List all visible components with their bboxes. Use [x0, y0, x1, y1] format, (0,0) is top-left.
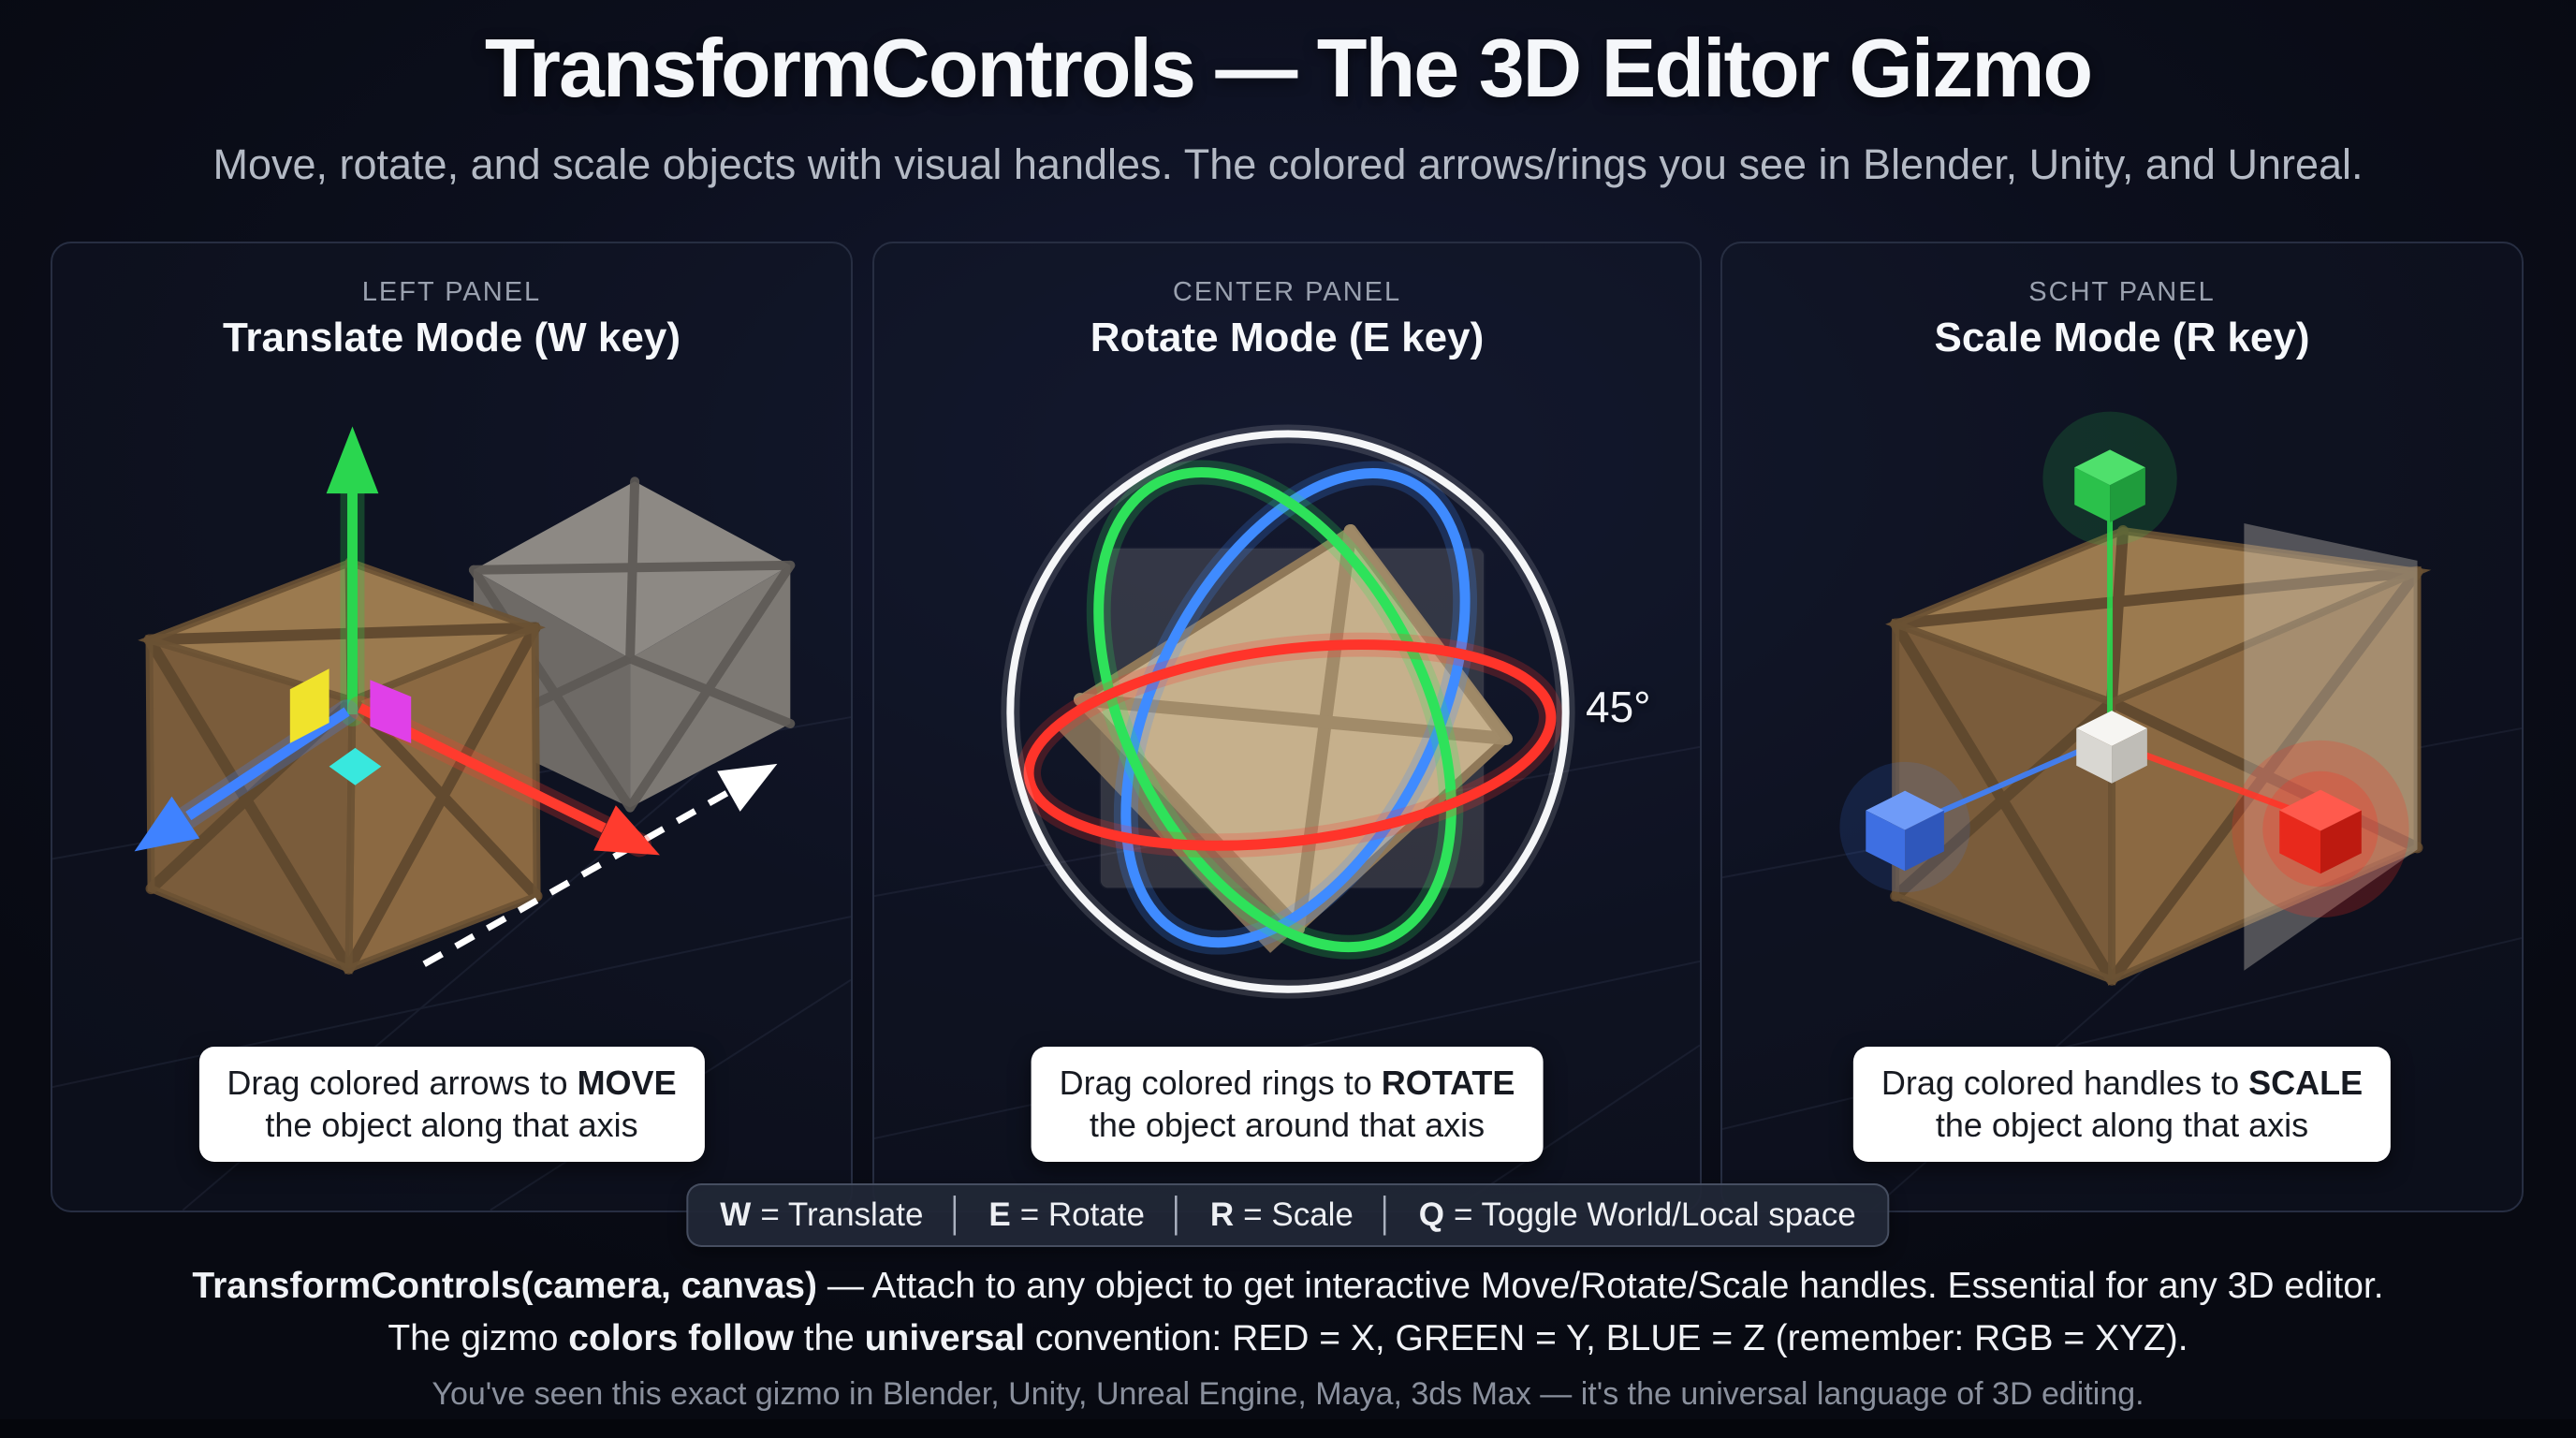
- panel-title: Scale Mode (R key): [1934, 315, 2310, 360]
- rotation-ring-z: [1113, 461, 1478, 955]
- shortcut-rotate: E= Rotate: [988, 1196, 1146, 1233]
- caption-line-2: the object along that axis: [1935, 1106, 2309, 1145]
- panel-title: Rotate Mode (E key): [1090, 315, 1485, 360]
- translate-scene-illustration: [52, 426, 851, 1211]
- dashed-move-path-arrow-icon: [422, 763, 778, 967]
- scale-handle-x: [2232, 740, 2409, 918]
- footer-line-2: The gizmo colors follow the universal co…: [388, 1318, 2188, 1358]
- panel-title: Translate Mode (W key): [222, 315, 681, 360]
- footer-line-1: TransformControls(camera, canvas) — Atta…: [192, 1266, 2384, 1306]
- page-title: TransformControls — The 3D Editor Gizmo: [484, 22, 2093, 114]
- shortcut-scale: R= Scale: [1209, 1196, 1354, 1233]
- footer-line-3: You've seen this exact gizmo in Blender,…: [432, 1376, 2144, 1412]
- scale-scene-illustration: [1722, 411, 2522, 1211]
- scale-gizmo: [1839, 411, 2409, 918]
- panel-kicker: CENTER PANEL: [1172, 277, 1402, 307]
- shortcut-separator: │: [1167, 1196, 1188, 1233]
- panel-rotate: CENTER PANEL Rotate Mode (E key): [872, 242, 1702, 1212]
- scale-handle-y: [2042, 411, 2177, 546]
- panel-kicker: SCHT PANEL: [2028, 277, 2216, 307]
- yz-plane-handle: [370, 680, 412, 743]
- xy-plane-handle: [289, 668, 329, 743]
- stretched-wooden-crate: [1885, 523, 2432, 986]
- shortcut-separator: │: [1375, 1196, 1397, 1233]
- bottom-vignette-strip: [0, 1419, 2576, 1438]
- caption-line-1: Drag colored rings to ROTATE: [1059, 1064, 1515, 1102]
- caption-line-1: Drag colored handles to SCALE: [1881, 1064, 2364, 1102]
- panel-translate: LEFT PANEL Translate Mode (W key): [51, 242, 853, 1212]
- caption-line-1: Drag colored arrows to MOVE: [227, 1064, 677, 1102]
- panel-caption: Drag colored arrows to MOVE the object a…: [198, 1047, 705, 1162]
- shortcut-separator: │: [945, 1196, 967, 1233]
- y-axis-arrow-icon: [326, 426, 379, 727]
- z-axis-line: [1933, 749, 2080, 817]
- rotate-scene-illustration: [874, 424, 1700, 1211]
- rotation-ring-view: [1001, 424, 1575, 999]
- panel-kicker: LEFT PANEL: [361, 277, 542, 307]
- shortcut-translate: W= Translate: [720, 1196, 924, 1233]
- z-axis-arrow-icon: [134, 699, 359, 852]
- caption-line-2: the object along that axis: [265, 1106, 638, 1145]
- caption-line-2: the object around that axis: [1089, 1106, 1486, 1145]
- rotation-ring-x: [1017, 632, 1563, 858]
- page-subtitle: Move, rotate, and scale objects with vis…: [212, 140, 2364, 188]
- shortcut-toggle-space: Q= Toggle World/Local space: [1418, 1196, 1856, 1233]
- shortcut-legend: W= Translate │ E= Rotate │ R= Scale │ Q= Toggl…: [686, 1183, 1890, 1247]
- panel-scale: SCHT PANEL Scale Mode (R key): [1720, 242, 2524, 1212]
- x-axis-line: [2142, 751, 2291, 812]
- panel-caption: Drag colored handles to SCALE the object…: [1852, 1047, 2392, 1162]
- panel-caption: Drag colored rings to ROTATE the object …: [1031, 1047, 1544, 1162]
- scale-handle-z: [1839, 761, 1970, 893]
- ghost-scale-extension: [2244, 523, 2418, 971]
- scale-handle-center: [2076, 711, 2147, 784]
- translate-gizmo: [134, 426, 660, 858]
- rotation-angle-label: 45°: [1586, 682, 1651, 731]
